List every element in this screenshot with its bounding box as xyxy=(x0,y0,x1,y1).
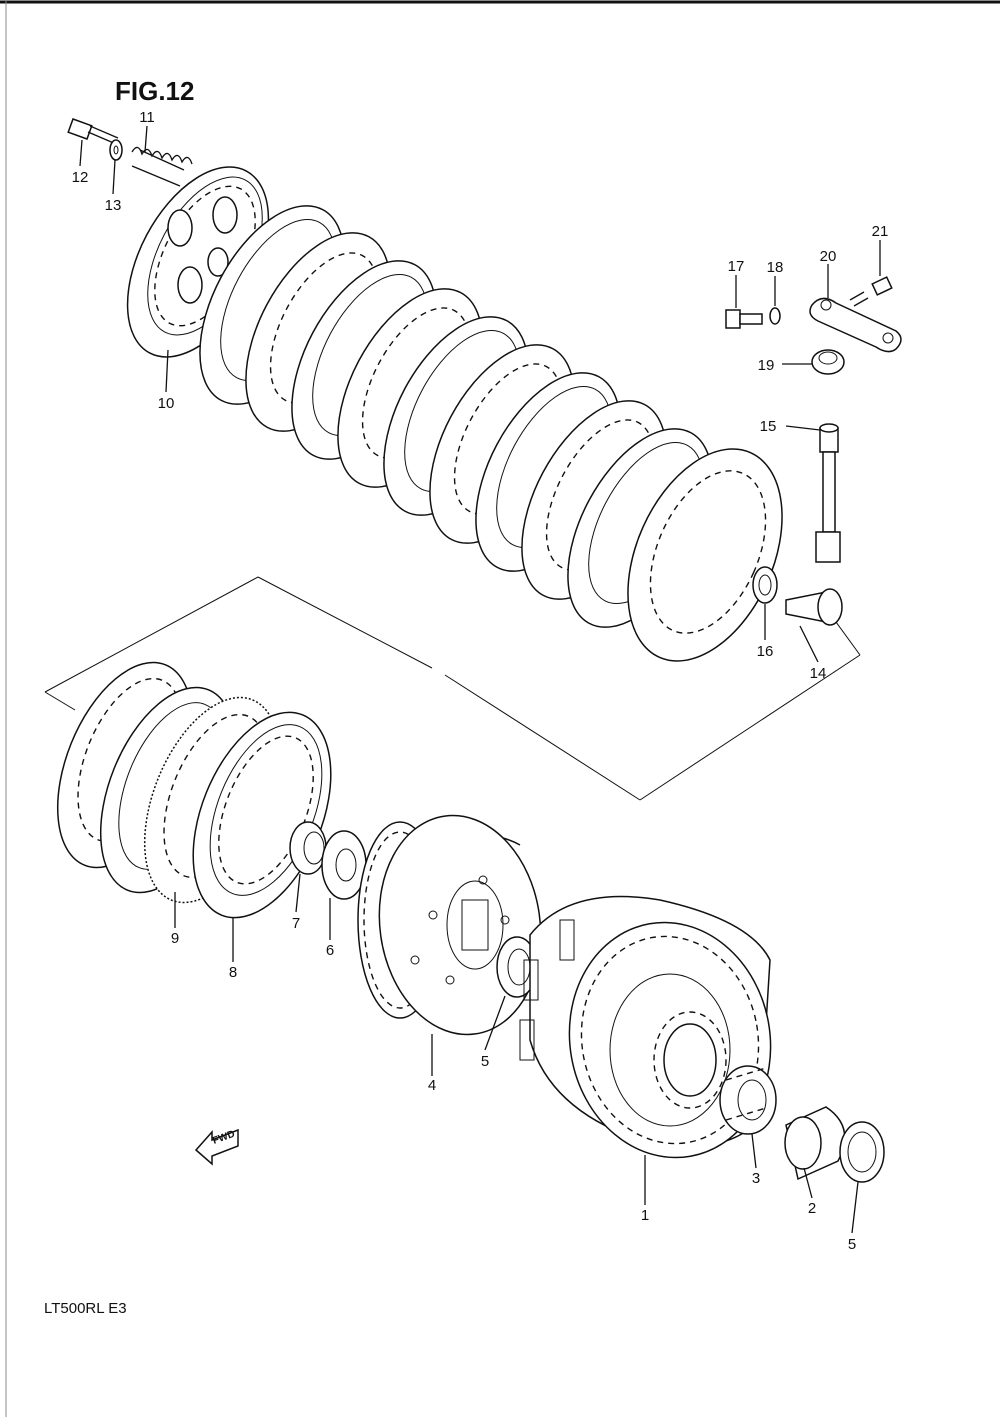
callout-21: 21 xyxy=(872,223,889,240)
callout-19: 19 xyxy=(758,357,775,374)
clutch-sleeve-hub-part-4 xyxy=(357,814,542,1036)
callout-7: 7 xyxy=(292,915,300,932)
callout-15: 15 xyxy=(760,418,777,435)
upper-clutch-plate-stack xyxy=(199,205,783,662)
model-code: LT500RL E3 xyxy=(44,1300,127,1317)
callout-4: 4 xyxy=(428,1077,436,1094)
release-lever-part-20 xyxy=(809,297,902,353)
callout-labels: 1 2 3 4 5 5 6 7 8 9 10 11 12 13 14 15 16… xyxy=(72,109,889,1253)
callout-8: 8 xyxy=(229,964,237,981)
spacer-part-2 xyxy=(784,1106,846,1181)
callout-2: 2 xyxy=(808,1200,816,1217)
callout-6: 6 xyxy=(326,942,334,959)
assembly-group-outline xyxy=(44,576,861,801)
washer-part-18 xyxy=(769,307,781,325)
oil-seal-part-16 xyxy=(752,566,778,604)
callout-14: 14 xyxy=(810,665,827,682)
callout-5-lower: 5 xyxy=(848,1236,856,1253)
callout-3: 3 xyxy=(752,1170,760,1187)
needle-bearing-part-3 xyxy=(719,1065,777,1135)
spring-bolt-part-12 xyxy=(67,118,119,145)
bearing-part-7 xyxy=(289,821,327,875)
callout-12: 12 xyxy=(72,169,89,186)
washer-part-13 xyxy=(109,139,123,161)
push-piece-part-14 xyxy=(785,588,843,626)
thrust-washer-part-5-lower xyxy=(839,1121,885,1183)
callout-13: 13 xyxy=(105,197,122,214)
bolt-part-21 xyxy=(849,276,893,307)
callout-1: 1 xyxy=(641,1207,649,1224)
bearing-part-19 xyxy=(811,349,845,375)
callout-9: 9 xyxy=(171,930,179,947)
callout-16: 16 xyxy=(757,643,774,660)
leader-lines xyxy=(79,125,881,1234)
callout-11: 11 xyxy=(139,109,155,126)
callout-18: 18 xyxy=(767,259,784,276)
figure-title: FIG.12 xyxy=(115,76,194,106)
release-shaft-part-15 xyxy=(815,423,841,563)
callout-17: 17 xyxy=(728,258,745,275)
bolt-part-17 xyxy=(725,309,763,329)
callout-10: 10 xyxy=(158,395,175,412)
fwd-direction-arrow: FWD xyxy=(194,1129,239,1166)
clutch-spring-part-11 xyxy=(131,146,193,187)
callout-20: 20 xyxy=(820,248,837,265)
callout-5-upper: 5 xyxy=(481,1053,489,1070)
